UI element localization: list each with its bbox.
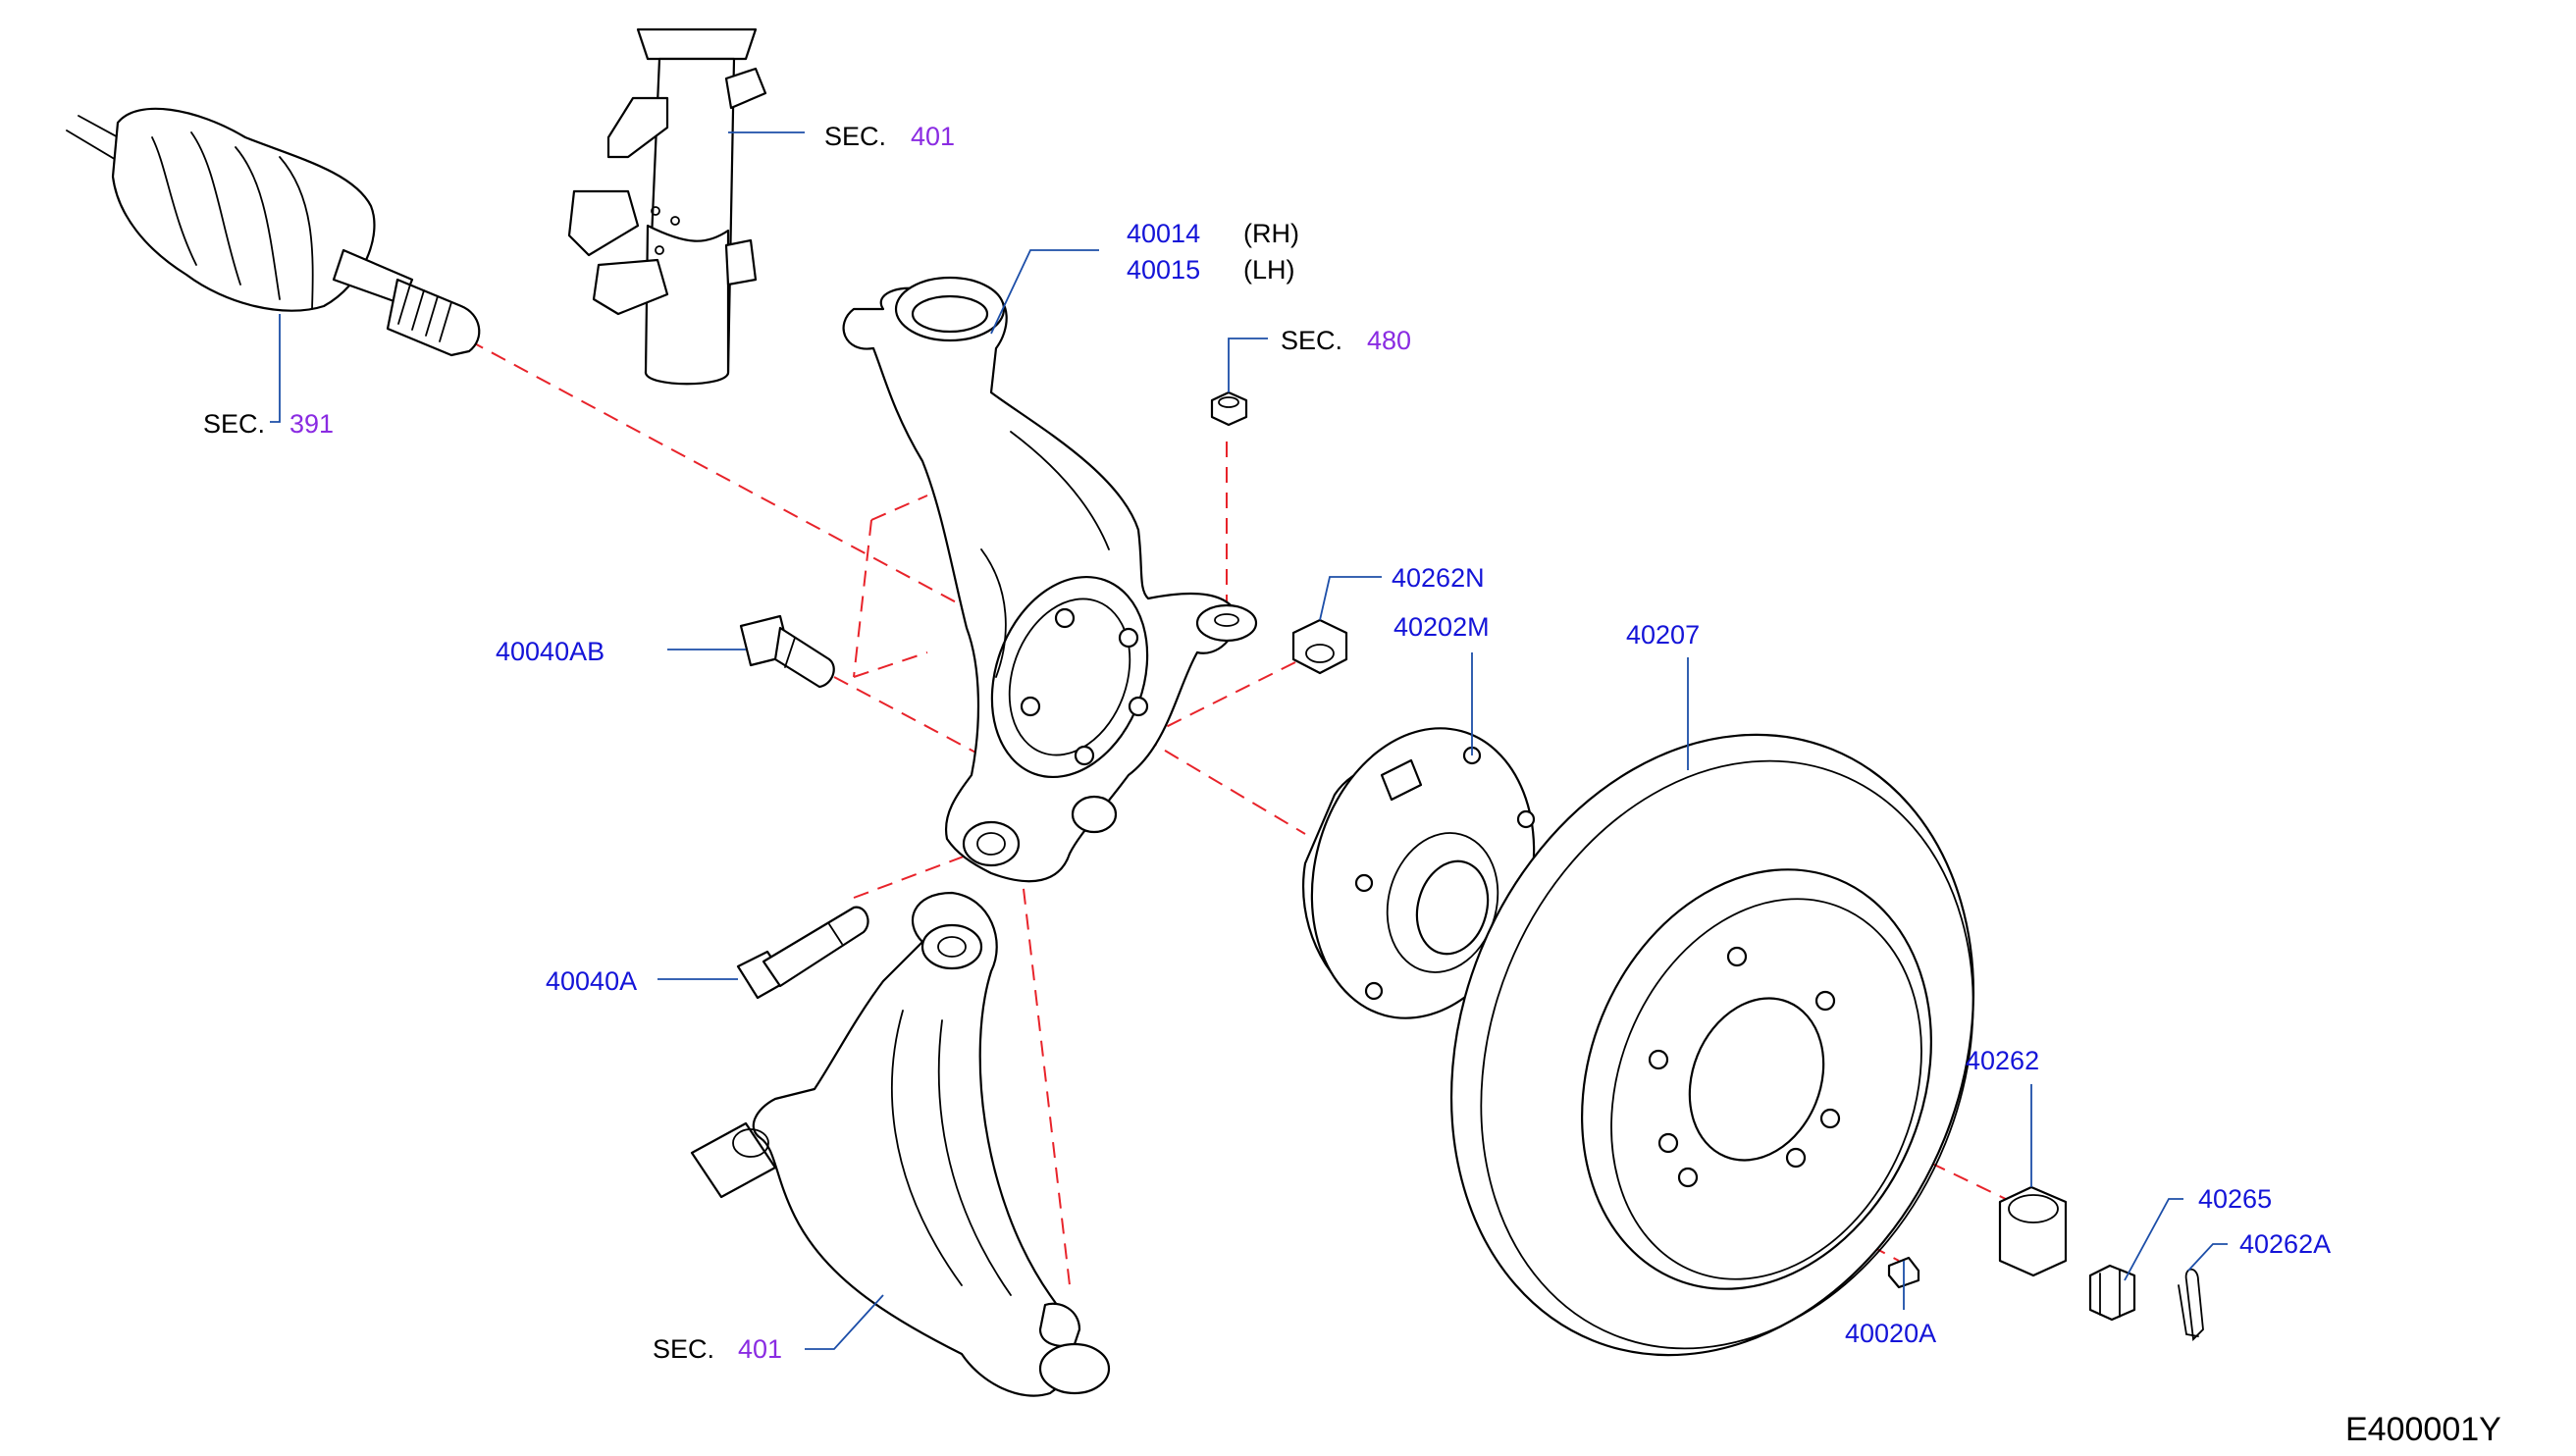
bolt-40040a — [736, 906, 869, 1000]
nut-sec-480 — [1210, 390, 1248, 427]
part-40262-label: 40262 — [1966, 1046, 2039, 1075]
sec-480-number: 480 — [1367, 326, 1411, 355]
drive-shaft — [66, 107, 481, 357]
nut-40262 — [1998, 1185, 2068, 1277]
sec-391-label: SEC. — [203, 409, 265, 439]
labels: SEC. 401 SEC. 391 40014 (RH) 40015 (LH) … — [203, 122, 2501, 1448]
part-40262a-label: 40262A — [2239, 1229, 2331, 1259]
sec-401-bottom-number: 401 — [738, 1334, 782, 1364]
lh-label: (LH) — [1243, 255, 1295, 285]
nut-40262n — [1291, 618, 1348, 675]
bolt-40040ab — [739, 614, 835, 689]
sec-401-top-number: 401 — [911, 122, 955, 151]
sec-480-label: SEC. — [1281, 326, 1342, 355]
strut-assembly — [567, 27, 767, 386]
part-40265-label: 40265 — [2198, 1184, 2272, 1214]
nut-cap-40265 — [2088, 1264, 2136, 1322]
part-40262n-label: 40262N — [1392, 563, 1485, 593]
brake-rotor-40207 — [1449, 733, 1975, 1357]
diagram-code: E400001Y — [2345, 1411, 2501, 1448]
steering-knuckle — [842, 276, 1258, 883]
hub-bearing-40202m — [1301, 727, 1536, 1019]
cotter-pin-40262a — [2178, 1268, 2204, 1341]
part-40040a-label: 40040A — [546, 966, 637, 996]
part-40202m-label: 40202M — [1393, 612, 1490, 642]
sec-391-number: 391 — [289, 409, 334, 439]
sec-401-top-label: SEC. — [824, 122, 886, 151]
part-40014-label: 40014 — [1127, 219, 1200, 248]
part-40015-label: 40015 — [1127, 255, 1200, 285]
rh-label: (RH) — [1243, 219, 1299, 248]
leader-lines — [270, 131, 2228, 1350]
part-40207-label: 40207 — [1626, 620, 1700, 650]
lower-control-arm — [690, 891, 1111, 1397]
sec-401-bottom-label: SEC. — [653, 1334, 714, 1364]
part-40020a-label: 40020A — [1845, 1319, 1936, 1348]
part-40040ab-label: 40040AB — [496, 637, 605, 666]
